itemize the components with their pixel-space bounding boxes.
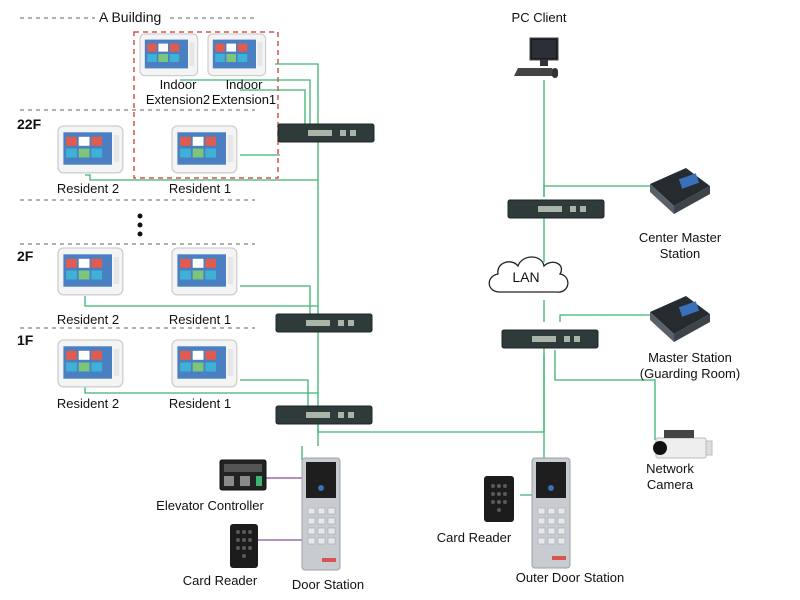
card-reader-left-label: Card Reader	[182, 573, 258, 588]
master-station-icon	[650, 296, 710, 342]
indoor-extension-group	[133, 31, 279, 179]
resident2-22f-label: Resident 2	[56, 181, 120, 196]
center-master-station-label: Center Master Station	[638, 230, 722, 261]
resident1-1f-label: Resident 1	[168, 396, 232, 411]
lan-label: LAN	[512, 269, 540, 285]
pc-client-icon	[514, 37, 559, 78]
door-station-label: Door Station	[291, 577, 365, 592]
switch-22f	[277, 123, 375, 143]
resident-monitor-22f-1	[171, 125, 238, 174]
resident-monitor-1f-2	[57, 339, 124, 388]
more-floors-ellipsis	[137, 213, 143, 237]
card-reader-right-label: Card Reader	[436, 530, 512, 545]
building-title: A Building	[99, 9, 162, 25]
door-station-icon	[301, 457, 341, 571]
card-reader-right-icon	[484, 476, 514, 522]
outer-door-station-label: Outer Door Station	[515, 570, 625, 585]
resident-monitor-2f-2	[57, 247, 124, 296]
resident1-2f-label: Resident 1	[168, 312, 232, 327]
network-camera-icon	[653, 430, 713, 459]
elevator-controller-label: Elevator Controller	[156, 498, 264, 513]
indoor-extension1-label: Indoor Extension1	[211, 77, 277, 107]
resident1-22f-label: Resident 1	[168, 181, 232, 196]
lan-cloud-icon	[488, 256, 569, 293]
switch-1f	[275, 405, 373, 425]
center-master-station-icon	[650, 168, 710, 214]
card-reader-left-icon	[230, 524, 258, 568]
switch-2f	[275, 313, 373, 333]
resident2-2f-label: Resident 2	[56, 312, 120, 327]
resident-monitor-1f-1	[171, 339, 238, 388]
floor-label-22f: 22F	[17, 116, 42, 132]
resident-monitor-22f-2	[57, 125, 124, 174]
resident-monitor-2f-1	[171, 247, 238, 296]
floor-label-1f: 1F	[17, 332, 34, 348]
switch-lan-bottom	[501, 329, 599, 349]
indoor-extension2-monitor	[139, 33, 199, 77]
elevator-controller-icon	[219, 459, 267, 491]
accessory-wires	[256, 477, 302, 541]
indoor-extension2-label: Indoor Extension2	[145, 77, 211, 107]
switch-lan-top	[507, 199, 605, 219]
resident2-1f-label: Resident 2	[56, 396, 120, 411]
floor-separators	[20, 17, 255, 329]
pc-client-label: PC Client	[511, 10, 567, 25]
master-station-label: Master Station (Guarding Room)	[639, 350, 741, 381]
indoor-extension1-monitor	[207, 33, 267, 77]
outer-door-station-icon	[531, 457, 571, 569]
network-camera-label: Network Camera	[646, 461, 694, 492]
floor-label-2f: 2F	[17, 248, 34, 264]
